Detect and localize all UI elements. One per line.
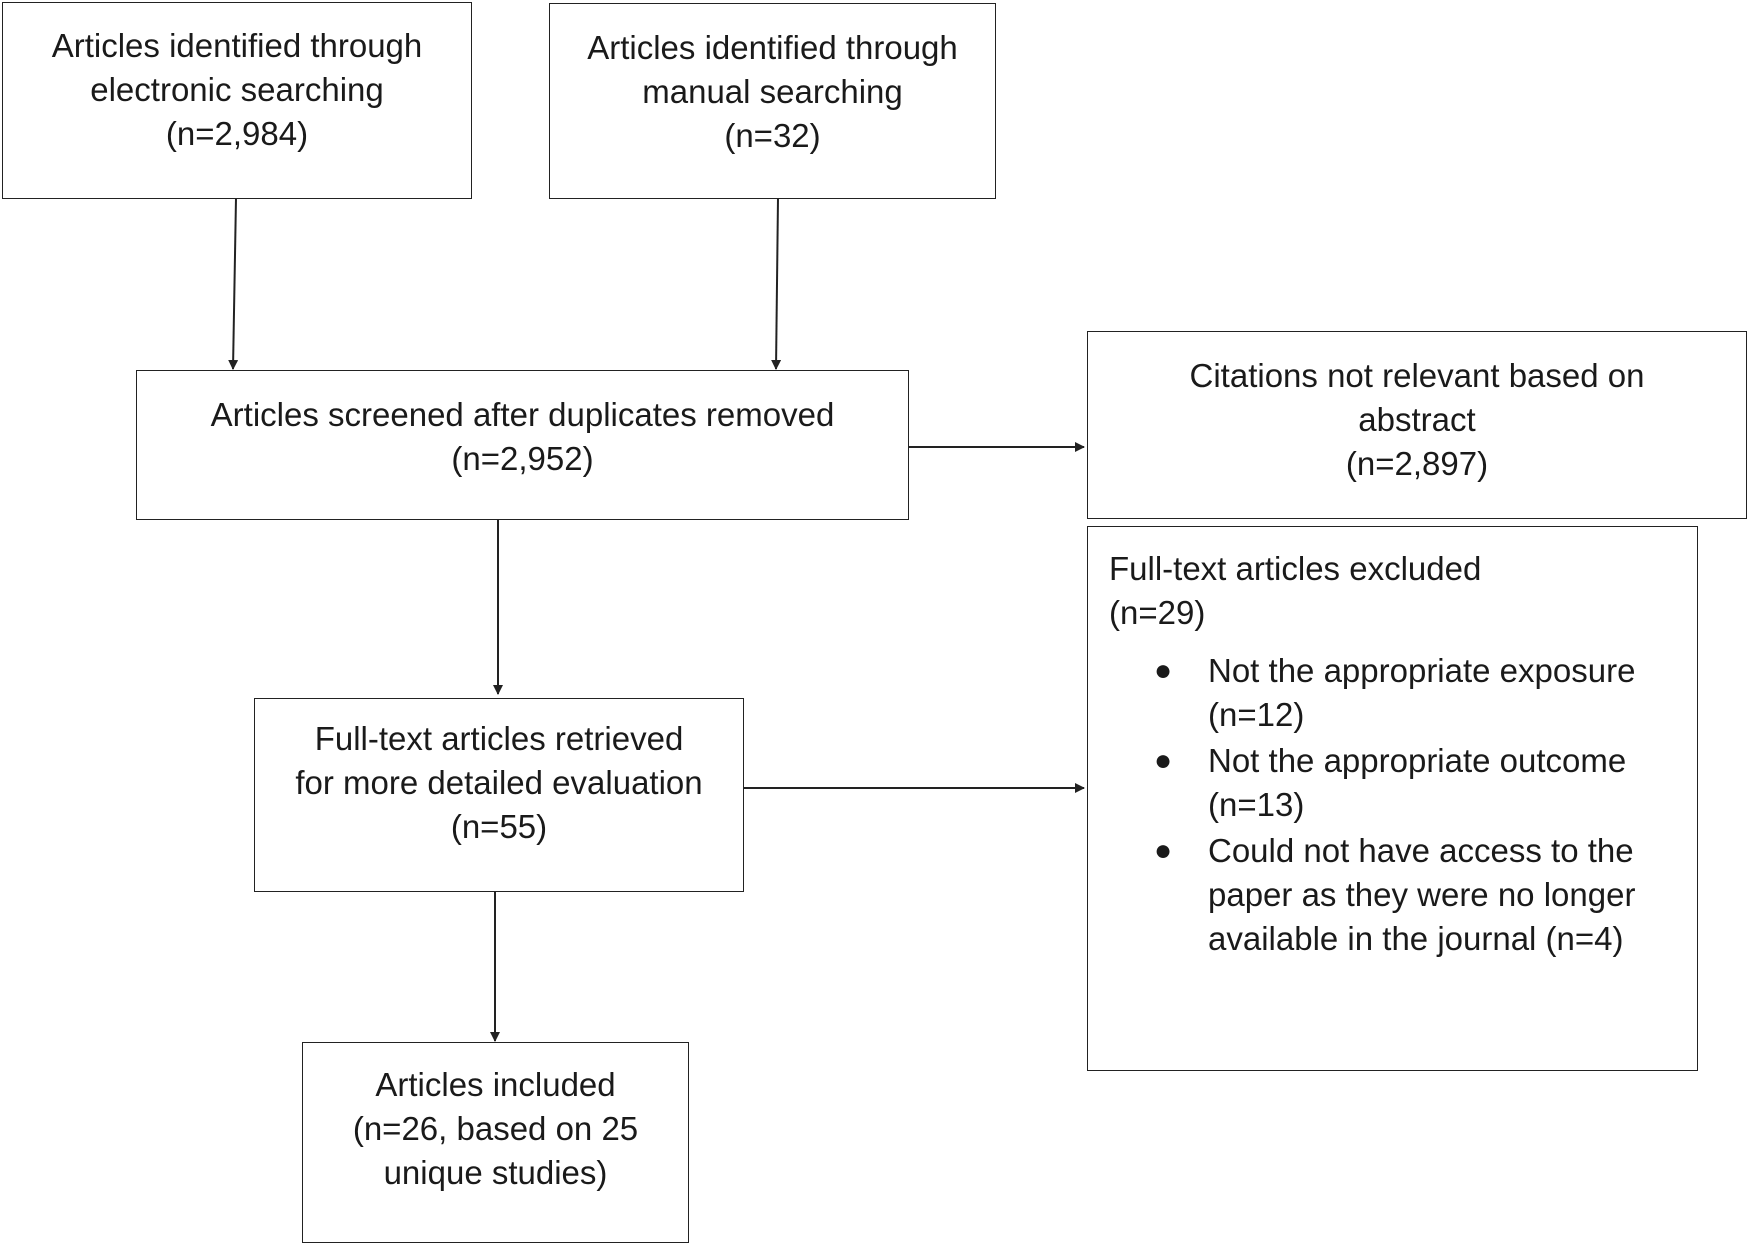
electronic-search-count: (n=2,984) xyxy=(165,115,309,152)
included-line-1: Articles included xyxy=(375,1066,616,1103)
screened-line-1: Articles screened after duplicates remov… xyxy=(210,396,835,433)
exclusion-reason-outcome: ● Not the appropriate outcome (n=13) xyxy=(1154,739,1697,827)
exclusion-reason-count: (n=12) xyxy=(1208,696,1305,733)
bullet-icon: ● xyxy=(1154,654,1173,687)
exclusion-reason-text: paper as they were no longer xyxy=(1208,876,1636,913)
not-relevant-count: (n=2,897) xyxy=(1345,445,1489,482)
fulltext-retrieved-box: Full-text articles retrieved for more de… xyxy=(254,698,744,892)
exclusion-reason-count: (n=13) xyxy=(1208,786,1305,823)
not-relevant-line-2: abstract xyxy=(1358,401,1476,438)
not-relevant-box: Citations not relevant based on abstract… xyxy=(1087,331,1747,519)
fulltext-count: (n=55) xyxy=(450,808,548,845)
excluded-header: Full-text articles excluded (n=29) xyxy=(1088,527,1697,635)
manual-search-line-2: manual searching xyxy=(642,73,903,110)
screened-box: Articles screened after duplicates remov… xyxy=(136,370,909,520)
electronic-search-line-2: electronic searching xyxy=(90,71,384,108)
exclusion-reasons-list: ● Not the appropriate exposure (n=12) ● … xyxy=(1088,649,1697,961)
manual-search-line-1: Articles identified through xyxy=(587,29,958,66)
electronic-search-line-1: Articles identified through xyxy=(51,27,423,64)
included-box: Articles included (n=26, based on 25 uni… xyxy=(302,1042,689,1243)
included-line-2: (n=26, based on 25 xyxy=(352,1110,639,1147)
not-relevant-line-1: Citations not relevant based on xyxy=(1189,357,1645,394)
exclusion-reason-text: available in the journal (n=4) xyxy=(1208,920,1624,957)
included-line-3: unique studies) xyxy=(383,1154,608,1191)
fulltext-line-1: Full-text articles retrieved xyxy=(314,720,684,757)
fulltext-line-2: for more detailed evaluation xyxy=(295,764,703,801)
exclusion-reason-text: Could not have access to the xyxy=(1208,832,1634,869)
bullet-icon: ● xyxy=(1154,744,1173,777)
excluded-title: Full-text articles excluded xyxy=(1109,550,1482,587)
fulltext-excluded-box: Full-text articles excluded (n=29) ● Not… xyxy=(1087,526,1698,1071)
exclusion-reason-exposure: ● Not the appropriate exposure (n=12) xyxy=(1154,649,1697,737)
manual-search-box: Articles identified through manual searc… xyxy=(549,3,996,199)
bullet-icon: ● xyxy=(1154,834,1173,867)
exclusion-reason-text: Not the appropriate outcome xyxy=(1208,742,1627,779)
arrow-electronic-to-screened xyxy=(228,197,239,370)
exclusion-reason-text: Not the appropriate exposure xyxy=(1208,652,1636,689)
electronic-search-box: Articles identified through electronic s… xyxy=(2,2,472,199)
arrow-manual-to-screened xyxy=(771,197,782,370)
exclusion-reason-access: ● Could not have access to the paper as … xyxy=(1154,829,1697,961)
manual-search-count: (n=32) xyxy=(724,117,821,154)
screened-count: (n=2,952) xyxy=(451,440,594,477)
excluded-count: (n=29) xyxy=(1109,594,1206,631)
